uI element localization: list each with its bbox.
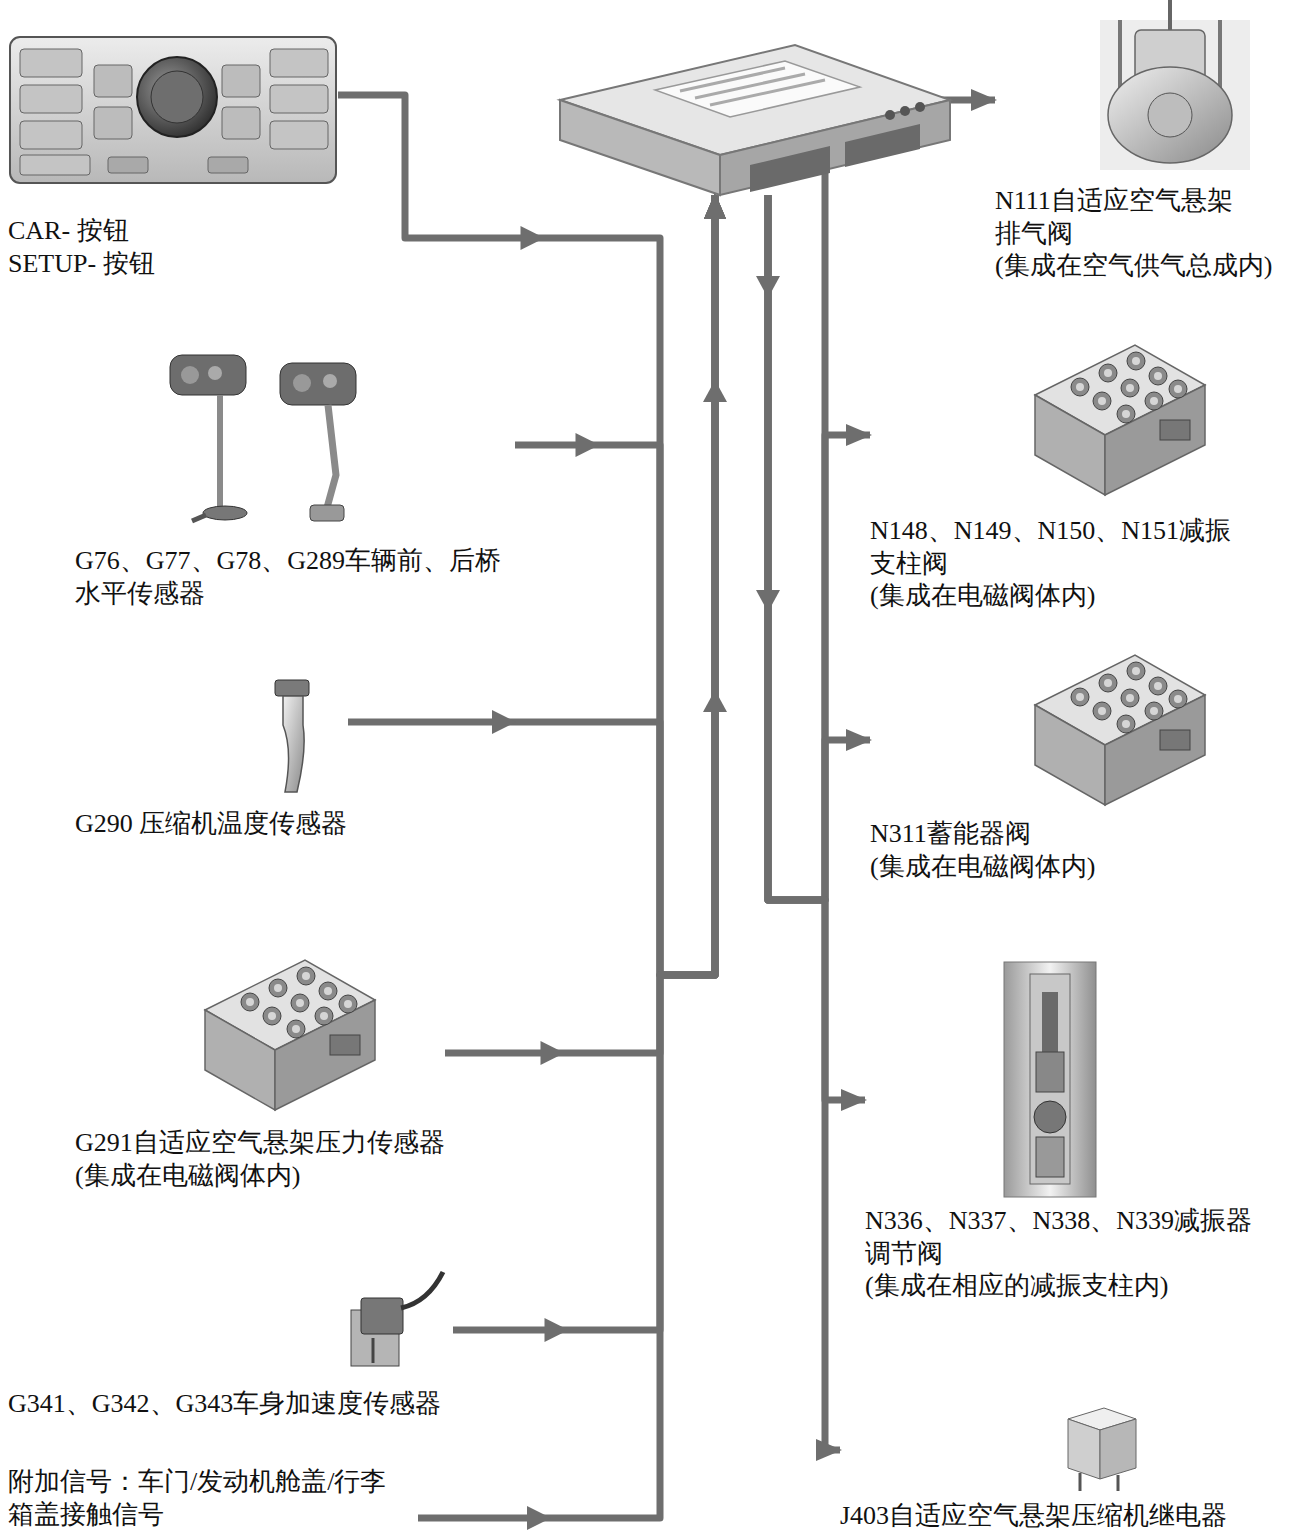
arrowhead: [527, 1506, 551, 1530]
component-label: (集成在电磁阀体内): [870, 851, 1095, 884]
signal-line: [453, 195, 715, 1330]
signal-line: [338, 95, 715, 975]
arrowhead: [703, 380, 727, 402]
accel-illustration: [343, 1268, 453, 1378]
component-label: G291自适应空气悬架压力传感器: [75, 1127, 445, 1160]
valve-illustration: [200, 955, 380, 1115]
component-label: (集成在空气供气总成内): [995, 250, 1272, 283]
acceleration-sensor: G341、G342、G343车身加速度传感器: [8, 1268, 453, 1421]
arrowhead: [545, 1318, 569, 1342]
strut-valve: N148、N149、N150、N151减振 支柱阀(集成在电磁阀体内): [870, 340, 1250, 613]
component-label: J403自适应空气悬架压缩机继电器: [840, 1500, 1227, 1533]
component-label: (集成在电磁阀体内): [870, 580, 1095, 613]
compressor-illustration: [1080, 0, 1260, 175]
signal-line: [768, 195, 865, 1100]
relay-illustration: [1060, 1403, 1140, 1493]
temperature-sensor: G290 压缩机温度传感器: [75, 680, 348, 841]
arrowhead: [521, 226, 545, 250]
component-label: G341、G342、G343车身加速度传感器: [8, 1388, 441, 1421]
signal-line: [515, 195, 715, 975]
component-label: N336、N337、N338、N339减振器 调节阀: [865, 1205, 1275, 1270]
component-label: G290 压缩机温度传感器: [75, 808, 347, 841]
temp-illustration: [265, 680, 325, 795]
signal-line: [768, 195, 870, 900]
spacer: [75, 680, 348, 808]
component-label: N148、N149、N150、N151减振 支柱阀: [870, 515, 1250, 580]
strut-illustration: [1000, 962, 1100, 1197]
valve-illustration: [1030, 340, 1210, 500]
pressure-sensor: G291自适应空气悬架压力传感器(集成在电磁阀体内): [75, 955, 445, 1192]
component-label: CAR- 按钮: [8, 215, 129, 248]
exhaust-valve: N111自适应空气悬架 排气阀(集成在空气供气总成内): [995, 0, 1273, 283]
component-label: N311蓄能器阀: [870, 818, 1031, 851]
level-sensor: G76、G77、G78、G289车辆前、后桥 水平传感器: [75, 355, 515, 610]
panel-illustration: [8, 35, 338, 185]
valve-illustration: [1030, 650, 1210, 810]
component-label: 附加信号：车门/发动机舱盖/行李 箱盖接触信号: [8, 1466, 418, 1531]
arrowhead: [541, 1041, 565, 1065]
signal-line: [768, 195, 870, 900]
arrowhead: [492, 710, 516, 734]
control-unit: [560, 45, 950, 195]
compressor-relay: J403自适应空气悬架压缩机继电器: [840, 1403, 1228, 1533]
signal-line: [348, 195, 715, 975]
signal-line: [768, 100, 995, 900]
arrowhead: [703, 690, 727, 712]
accumulator-valve: N311蓄能器阀(集成在电磁阀体内): [870, 650, 1210, 883]
component-label: SETUP- 按钮: [8, 248, 155, 281]
component-label: G76、G77、G78、G289车辆前、后桥 水平传感器: [75, 545, 515, 610]
extra-signal: 附加信号：车门/发动机舱盖/行李 箱盖接触信号: [8, 1466, 418, 1531]
signal-line: [418, 195, 715, 1518]
arrowhead: [576, 433, 600, 457]
ecu-illustration: [560, 45, 950, 195]
arrowhead: [756, 590, 780, 612]
arrowhead: [756, 276, 780, 298]
levels-illustration: [170, 355, 360, 530]
component-label: (集成在电磁阀体内): [75, 1160, 300, 1193]
spacer: [840, 1403, 1228, 1500]
component-label: N111自适应空气悬架 排气阀: [995, 185, 1245, 250]
component-label: (集成在相应的减振支柱内): [865, 1270, 1168, 1303]
damper-valve: N336、N337、N338、N339减振器 调节阀(集成在相应的减振支柱内): [865, 962, 1275, 1303]
signal-line: [768, 195, 840, 1450]
button-panel: CAR- 按钮SETUP- 按钮: [8, 35, 338, 280]
signal-line: [445, 195, 715, 1053]
